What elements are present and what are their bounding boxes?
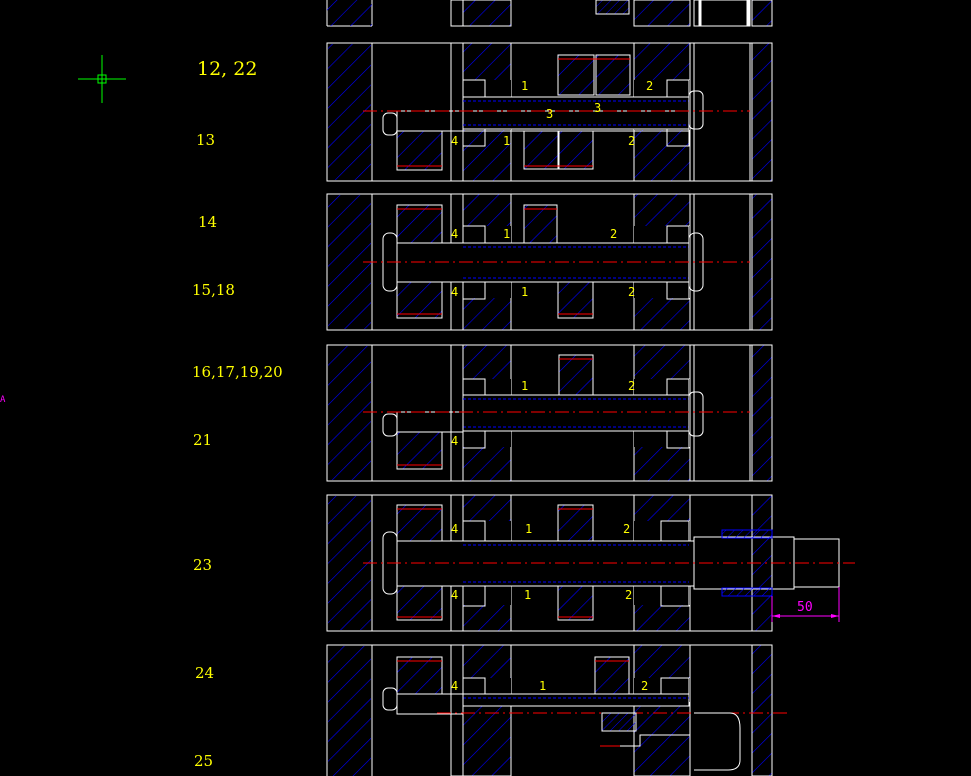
part-number-label: 4 [451, 679, 458, 693]
part-number-label: 4 [451, 227, 458, 241]
edge-marker: A [0, 395, 6, 405]
part-number-label: 1 [525, 522, 532, 536]
part-number-label: 2 [628, 285, 635, 299]
top-partial-panel [326, 0, 773, 27]
part-number-label: 1 [503, 134, 510, 148]
part-number-label: 2 [628, 134, 635, 148]
gearbox-panel-3: 1 2 4 [326, 344, 773, 482]
part-number-label: 1 [521, 379, 528, 393]
part-number-label: 3 [594, 101, 601, 115]
part-number-label: 4 [451, 434, 458, 448]
row-label-15-18: 15,18 [192, 281, 235, 299]
row-label-23: 23 [193, 556, 213, 574]
row-label-13: 13 [196, 131, 216, 149]
row-label-16-17-19-20: 16,17,19,20 [192, 363, 283, 381]
gearbox-panel-2: 4 1 2 4 1 2 [326, 193, 773, 331]
part-number-label: 4 [451, 285, 458, 299]
cursor-crosshair-icon [78, 55, 126, 103]
row-label-25: 25 [194, 752, 214, 770]
part-number-label: 4 [451, 522, 458, 536]
part-number-label: 1 [524, 588, 531, 602]
dimension-label: 50 [797, 600, 813, 615]
row-label-14: 14 [198, 213, 218, 231]
row-label-24: 24 [195, 664, 215, 682]
part-number-label: 1 [521, 285, 528, 299]
part-number-label: 2 [641, 679, 648, 693]
row-label-21: 21 [193, 431, 213, 449]
gearbox-panel-5: 4 1 2 [326, 644, 790, 776]
part-number-label: 1 [503, 227, 510, 241]
part-number-label: 2 [628, 379, 635, 393]
row-label-12-22: 12, 22 [197, 58, 258, 80]
gearbox-panel-4: 50 4 1 2 4 1 2 [326, 494, 855, 632]
gearbox-panel-1: 1 2 3 3 4 1 2 [326, 42, 773, 182]
part-number-label: 2 [646, 79, 653, 93]
part-number-label: 4 [451, 588, 458, 602]
part-number-label: 3 [546, 107, 553, 121]
part-number-label: 2 [610, 227, 617, 241]
part-number-label: 2 [625, 588, 632, 602]
part-number-label: 1 [539, 679, 546, 693]
part-number-label: 1 [521, 79, 528, 93]
part-number-label: 2 [623, 522, 630, 536]
part-number-label: 4 [451, 134, 458, 148]
